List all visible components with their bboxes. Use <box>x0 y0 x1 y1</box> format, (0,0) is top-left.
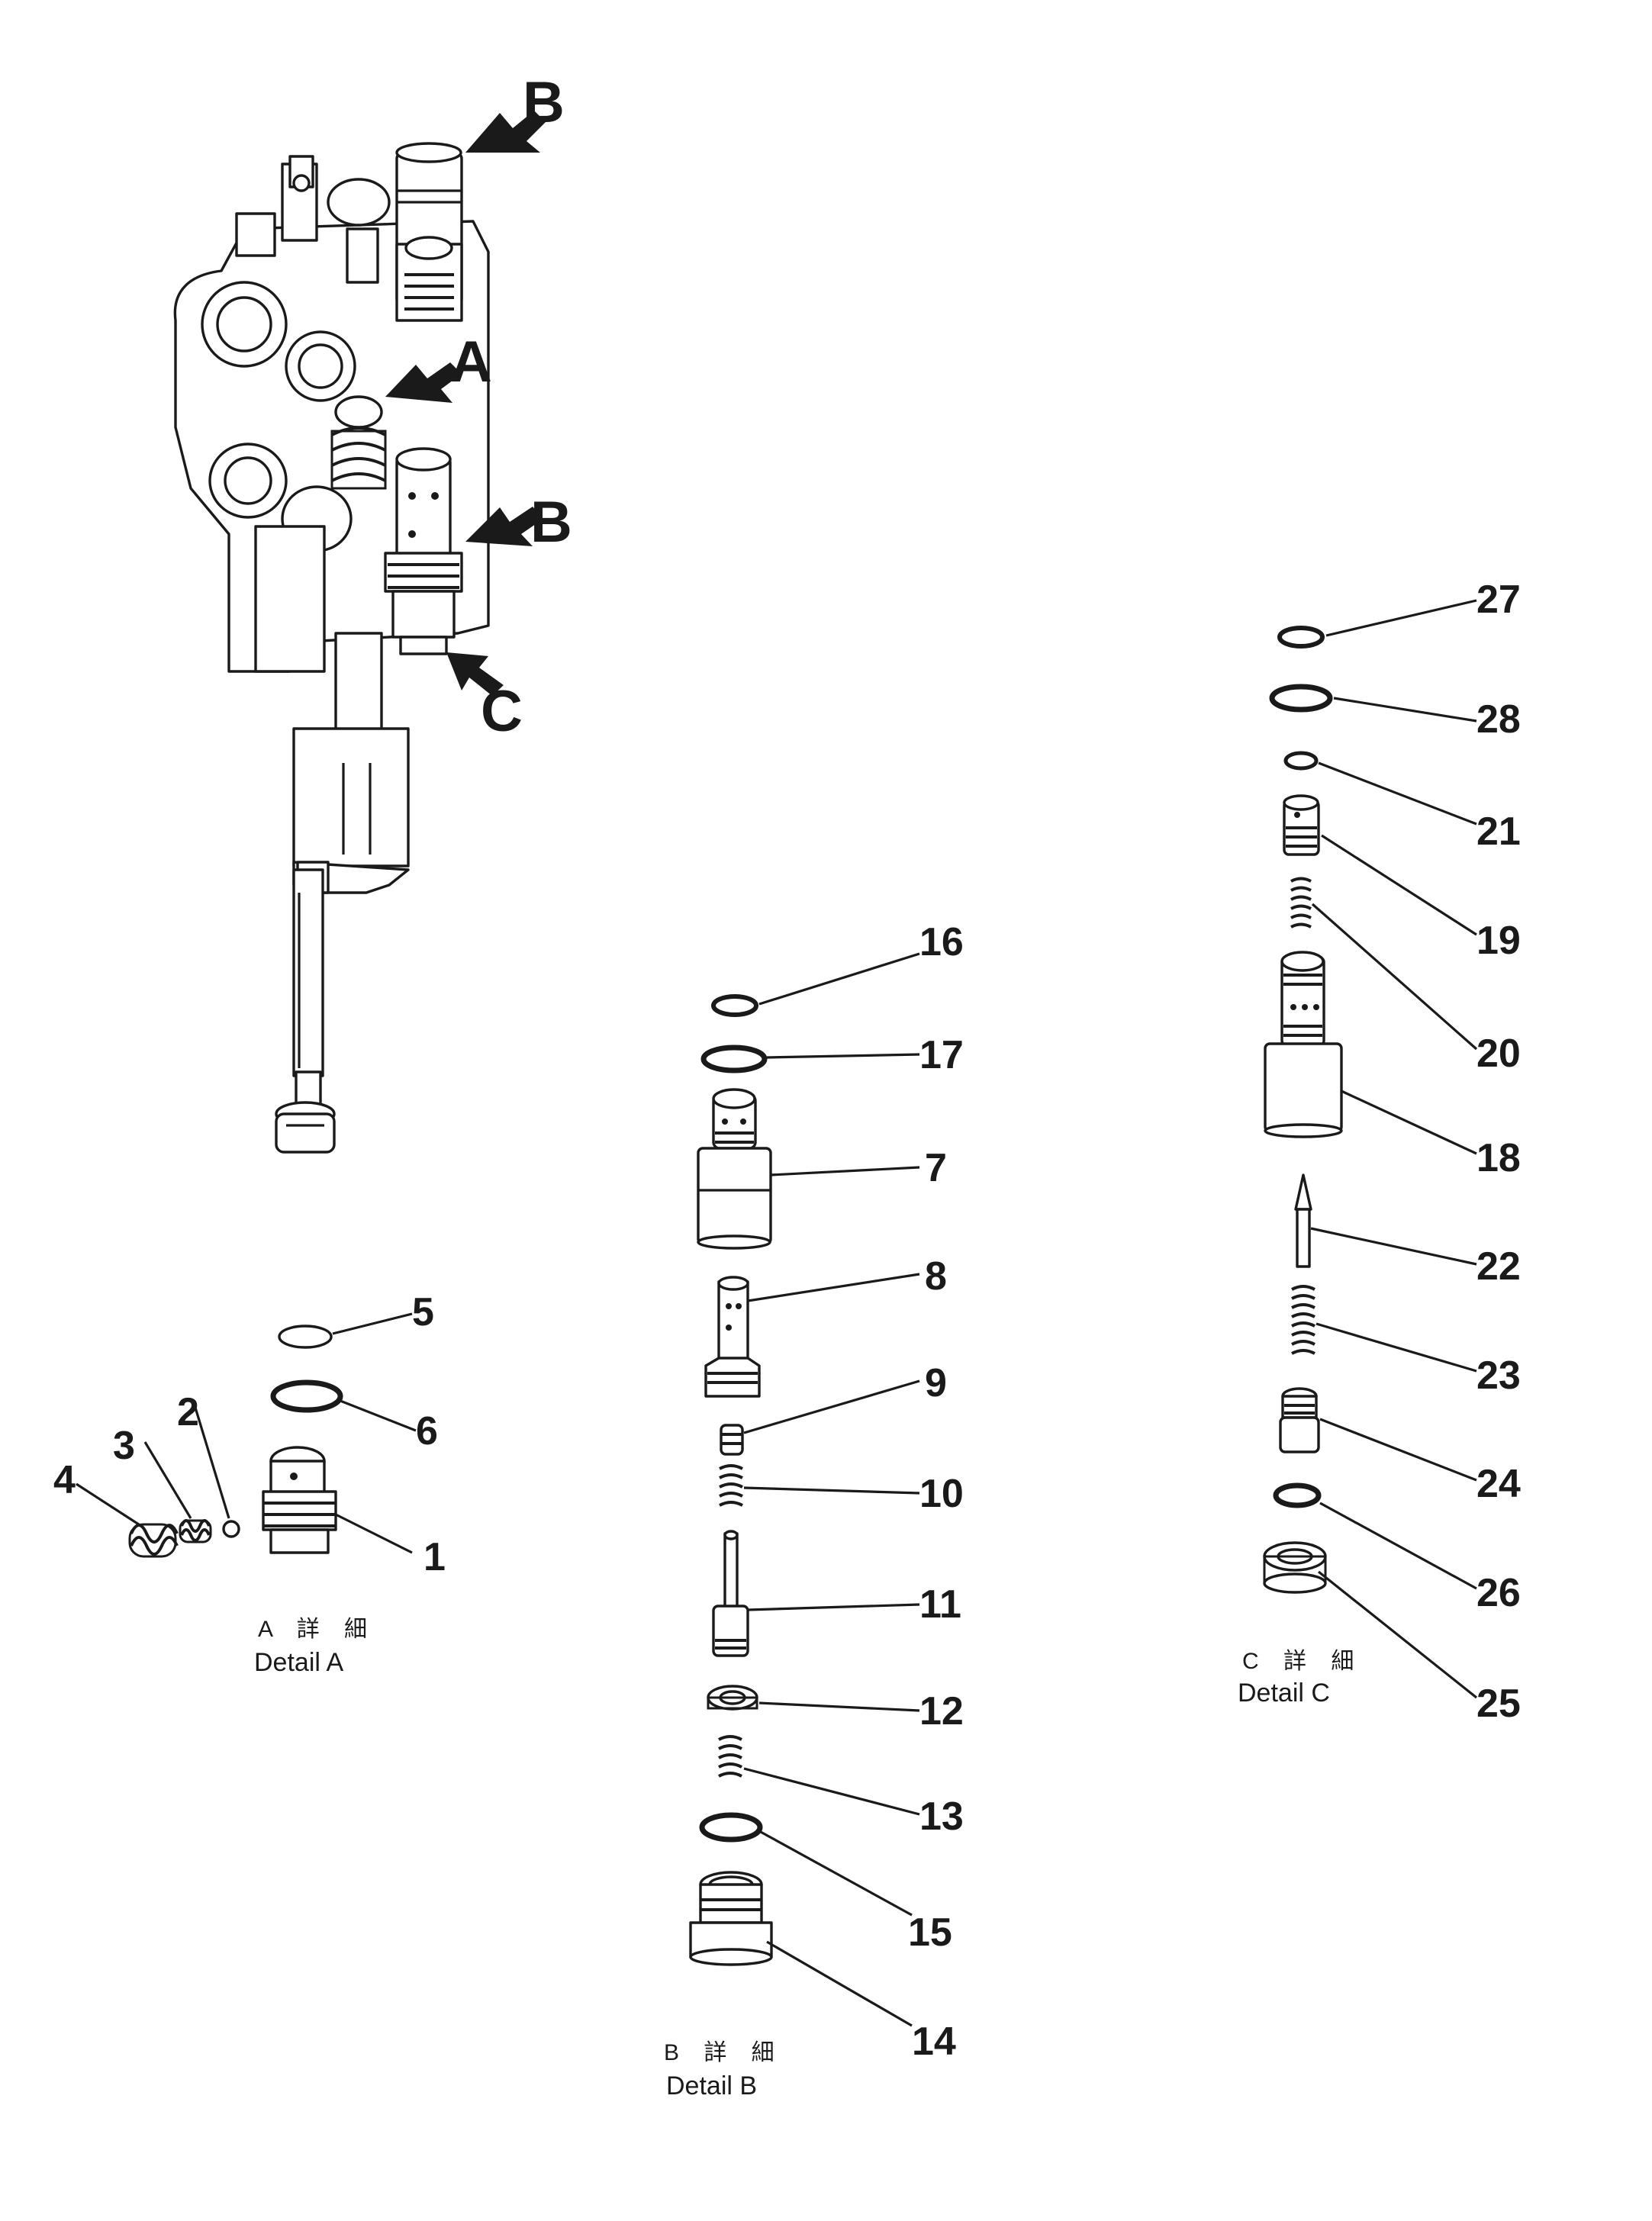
arrow-b-top-icon <box>465 111 546 153</box>
detail-c-leaders <box>1310 599 1478 1699</box>
part-20-label: 20 <box>1476 1032 1521 1076</box>
detail-a-leaders <box>76 1312 417 1554</box>
part-22-label: 22 <box>1476 1244 1521 1289</box>
part-6-label: 6 <box>416 1409 438 1453</box>
part-21-label: 21 <box>1476 810 1521 854</box>
part-15-shape <box>699 1812 763 1843</box>
part-16-label: 16 <box>919 920 964 964</box>
part-10-shape <box>719 1464 743 1507</box>
part-11-label: 11 <box>919 1582 961 1627</box>
part-27-shape <box>1277 626 1325 649</box>
part-1-shape <box>262 1446 337 1554</box>
arrow-b-mid-icon <box>465 507 543 546</box>
detail-b-caption-ja: B 詳 細 <box>664 2040 784 2065</box>
part-3-label: 3 <box>113 1424 135 1468</box>
detail-b-caption-en: Detail B <box>666 2071 757 2100</box>
part-8-shape <box>704 1276 761 1398</box>
part-26-label: 26 <box>1476 1571 1521 1615</box>
detail-c-caption-en: Detail C <box>1238 1679 1330 1708</box>
part-25-shape <box>1263 1541 1327 1594</box>
part-12-label: 12 <box>919 1689 964 1733</box>
part-17-label: 17 <box>919 1033 964 1077</box>
part-13-shape <box>718 1735 742 1778</box>
part-2-label: 2 <box>177 1390 199 1434</box>
detail-b-parts <box>689 994 773 1966</box>
part-17-shape <box>700 1045 768 1073</box>
arrow-a-icon <box>385 362 462 403</box>
callout-c: C <box>481 679 523 744</box>
part-23-label: 23 <box>1476 1354 1521 1398</box>
part-19-label: 19 <box>1476 919 1521 963</box>
part-18-shape <box>1264 951 1343 1138</box>
part-23-shape <box>1291 1285 1315 1355</box>
part-5-shape <box>278 1325 333 1349</box>
callout-b-top: B <box>523 70 565 135</box>
part-28-shape <box>1269 684 1333 713</box>
part-20-shape <box>1290 877 1312 929</box>
callout-b-mid: B <box>530 490 572 555</box>
part-24-shape <box>1279 1387 1320 1453</box>
part-11-shape <box>712 1530 749 1657</box>
part-14-label: 14 <box>912 2020 956 2064</box>
part-3-shape <box>179 1519 212 1543</box>
part-13-label: 13 <box>919 1795 964 1839</box>
callout-arrows <box>385 111 546 696</box>
detail-b-leaders <box>743 952 920 2027</box>
part-24-label: 24 <box>1476 1462 1521 1506</box>
part-12-shape <box>707 1685 758 1711</box>
part-7-label: 7 <box>925 1146 947 1190</box>
part-22-shape <box>1294 1173 1312 1268</box>
part-6-shape <box>270 1379 343 1413</box>
part-2-shape <box>222 1520 240 1538</box>
part-9-label: 9 <box>925 1361 947 1405</box>
part-14-shape <box>689 1871 773 1966</box>
part-8-label: 8 <box>925 1254 947 1299</box>
part-18-label: 18 <box>1476 1136 1521 1180</box>
part-9-shape <box>720 1424 744 1456</box>
part-26-shape <box>1273 1482 1322 1508</box>
part-28-label: 28 <box>1476 697 1521 742</box>
callout-a: A <box>450 330 492 394</box>
part-19-shape <box>1283 794 1320 856</box>
part-10-label: 10 <box>919 1472 964 1516</box>
part-25-label: 25 <box>1476 1682 1521 1726</box>
part-5-label: 5 <box>412 1290 434 1334</box>
part-15-label: 15 <box>908 1910 952 1955</box>
part-27-label: 27 <box>1476 578 1521 622</box>
detail-a-caption-en: Detail A <box>254 1648 343 1677</box>
part-7-shape <box>697 1088 772 1250</box>
part-21-shape <box>1283 751 1319 771</box>
detail-c-parts <box>1263 626 1343 1594</box>
part-16-shape <box>711 994 758 1017</box>
valve-assembly <box>173 142 490 1154</box>
detail-a-caption-ja: A 詳 細 <box>258 1617 376 1642</box>
arrow-c-icon <box>446 652 504 696</box>
detail-c-caption-ja: C 詳 細 <box>1242 1649 1363 1674</box>
detail-a-parts <box>128 1325 343 1558</box>
part-4-shape <box>128 1523 179 1558</box>
part-1-label: 1 <box>423 1535 446 1579</box>
part-4-label: 4 <box>53 1458 76 1502</box>
